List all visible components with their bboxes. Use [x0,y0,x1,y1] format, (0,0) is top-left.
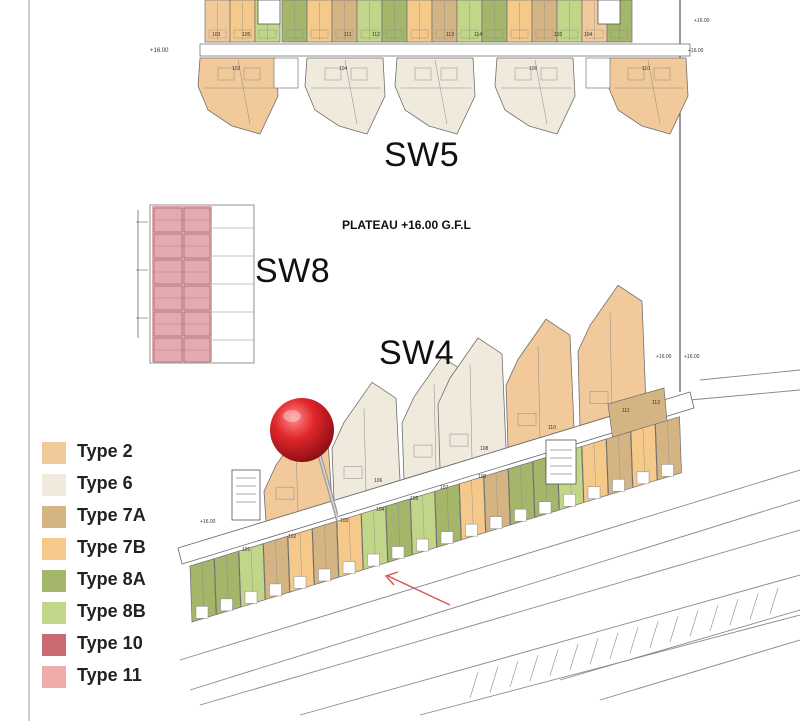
unit-number: 112 [372,32,380,38]
block-label-sw5: SW5 [384,136,460,174]
unit-number: 109 [478,474,487,480]
unit-number: 107 [440,485,449,491]
legend-label: Type 8B [77,601,146,621]
legend-label: Type 2 [77,441,133,461]
unit-number: 111 [622,408,630,414]
level-mark: +16.00 [150,48,169,54]
legend-item-type-8a: Type 8A [0,564,170,596]
sw4-unit [238,543,266,608]
sw4-unit [336,513,364,578]
legend-label: Type 8A [77,569,146,589]
legend-item-type-7b: Type 7B [0,532,170,564]
road-lines [179,369,800,716]
sw4-unit [581,438,609,503]
level-mark: +16.00 [694,18,710,24]
legend-item-type-6: Type 6 [0,468,170,500]
sw4-unit [312,520,339,586]
legend-label: Type 11 [77,665,142,685]
legend-label: Type 7B [77,537,146,557]
plateau-label: PLATEAU +16.00 G.F.L [342,218,471,232]
sw4-unit [410,490,437,556]
legend-swatch [42,602,66,624]
unit-number: 103 [340,518,349,524]
legend-swatch [42,442,66,464]
sw4-unit [459,476,486,541]
sw4-wing: 106 [331,381,401,501]
legend-swatch [42,634,66,656]
unit-number: 106 [374,478,383,484]
legend-item-type-11: Type 11 [0,660,170,692]
unit-number: 102 [232,66,241,72]
legend-swatch [42,538,66,560]
legend-label: Type 6 [77,473,133,493]
unit-number: 103 [212,32,221,38]
unit-number: 101 [242,547,251,553]
sw4-unit [630,423,658,488]
legend-item-type-8b: Type 8B [0,596,170,628]
unit-number: 105 [410,496,419,502]
legend-item-type-2: Type 2 [0,436,170,468]
legend-label: Type 7A [77,505,146,525]
sw4-wing: 110 [505,318,575,448]
level-mark: +16.00 [684,354,700,360]
unit-number: 114 [474,32,482,38]
sw4-unit [287,528,315,593]
unit-number: 110 [548,425,556,431]
arrow-icon [384,571,451,606]
block-label-sw8: SW8 [255,252,331,290]
level-mark: +16.00 [688,48,704,54]
sw4-unit [189,558,217,623]
sw4-unit [606,431,633,496]
unit-number: 106 [529,66,538,72]
unit-number: 104 [376,507,385,513]
sw5-wing: 104 [304,57,386,135]
sw4-wing: 108 [437,337,507,469]
sw4-unit [655,416,682,481]
legend: Type 2 Type 6 Type 7A Type 7B Type 8A Ty… [0,436,170,692]
sw4-unit [361,505,388,571]
sw5-wing [394,57,476,135]
sw4-unit [483,468,511,533]
unit-number: 105 [242,32,251,38]
legend-swatch [42,570,66,592]
block-label-sw4: SW4 [379,334,455,372]
sw5-block: 103 105 111 112 113 114 102 104 102 104 106 110 [197,0,691,135]
map-pin-icon[interactable] [268,396,338,526]
sw5-wing: 110 [607,57,689,135]
legend-label: Type 10 [77,633,143,653]
legend-item-type-10: Type 10 [0,628,170,660]
sw4-unit [263,535,290,601]
unit-number: 102 [554,32,563,38]
unit-number: 110 [642,66,650,72]
unit-number: 102 [288,534,297,540]
parking-bays [469,587,779,699]
unit-number: 113 [446,32,454,38]
unit-number: 108 [480,446,489,452]
sw5-wing: 106 [494,57,576,135]
sw4-unit [434,483,462,548]
unit-number: 104 [584,32,593,38]
sw4-unit [214,550,241,615]
legend-swatch [42,666,66,688]
legend-item-type-7a: Type 7A [0,500,170,532]
unit-number: 111 [344,32,352,38]
legend-swatch [42,506,66,528]
level-mark: +16.00 [656,354,672,360]
sw8-block [136,204,255,364]
sw4-unit [385,498,413,563]
unit-number: 113 [652,400,660,406]
legend-swatch [42,474,66,496]
unit-number: 104 [339,66,348,72]
sw4-unit [508,461,535,526]
sw5-wing: 102 [197,57,279,135]
level-mark: +16.00 [200,519,216,525]
